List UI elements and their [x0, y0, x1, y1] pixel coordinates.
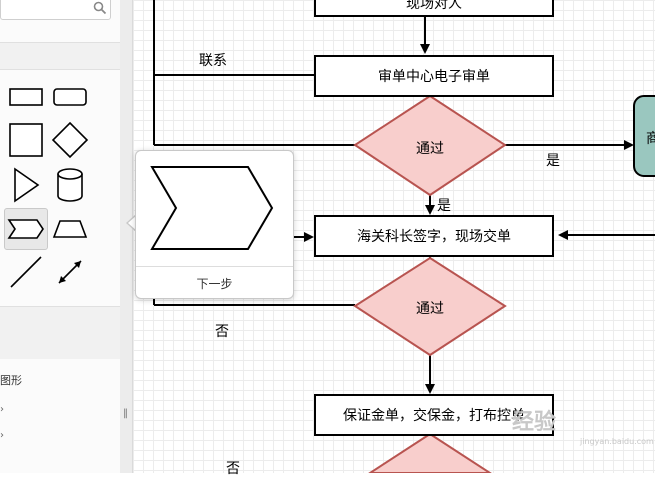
collapsed-marker: › [0, 404, 4, 415]
search-box[interactable] [0, 0, 111, 20]
flow-node-bond[interactable]: 保证金单，交保金，打布控单 [314, 394, 554, 436]
decision-1-label[interactable]: 通过 [416, 141, 444, 157]
watermark-logo: 经验 [512, 404, 556, 436]
trapezoid-shape[interactable] [52, 211, 88, 247]
step-shape[interactable] [4, 208, 48, 250]
general-section-header[interactable] [0, 42, 120, 70]
popover-caption: 下一步 [196, 277, 233, 291]
flow-node-bond-label: 保证金单，交保金，打布控单 [343, 408, 525, 424]
sidebar-splitter[interactable] [120, 0, 133, 473]
triangle-shape[interactable] [8, 167, 44, 203]
splitter-grip-icon[interactable]: ‖ [123, 408, 128, 419]
watermark-text: 经验 [512, 410, 557, 435]
popover-divider [136, 266, 293, 267]
decision-diamond-1 [353, 94, 507, 197]
flow-node-sign[interactable]: 海关科长签字，现场交单 [314, 215, 554, 257]
cylinder-shape[interactable] [52, 167, 88, 203]
right-node [633, 95, 655, 177]
shapes-section-label[interactable]: 图形 [0, 374, 22, 387]
edge-label-no-2: 否 [226, 461, 240, 477]
decision-2-label[interactable]: 通过 [416, 301, 444, 317]
edge-label-yes-down: 是 [437, 198, 451, 214]
decision-diamond-2 [353, 256, 507, 357]
edge-label-no-1: 否 [215, 324, 229, 340]
line-shape[interactable] [8, 254, 44, 290]
diamond-shape[interactable] [51, 121, 89, 159]
flow-node-top-label: 现场对人 [406, 0, 462, 12]
sidebar-section-divider [0, 306, 120, 359]
collapsed-marker: › [0, 430, 4, 441]
square-shape[interactable] [8, 122, 44, 158]
step-preview-icon [150, 166, 274, 250]
shape-sidebar: 图形 › › [0, 0, 121, 473]
popover-pointer-fill [128, 215, 137, 231]
edge-label-contact: 联系 [199, 53, 227, 69]
search-icon[interactable] [93, 1, 107, 15]
search-input[interactable] [5, 0, 89, 14]
flow-node-sign-label: 海关科长签字，现场交单 [357, 229, 511, 245]
shape-preview-popover: 下一步 [135, 150, 294, 299]
rounded-rectangle-shape[interactable] [52, 79, 88, 115]
flow-node-review-label: 审单中心电子审单 [378, 69, 490, 85]
right-node-label: 商 [646, 131, 655, 147]
watermark-sub: jingyan.baidu.com [580, 437, 654, 446]
flow-node-top[interactable]: 现场对人 [314, 0, 554, 17]
flow-node-review[interactable]: 审单中心电子审单 [314, 55, 554, 97]
rectangle-shape[interactable] [8, 79, 44, 115]
edge-label-yes-right: 是 [546, 153, 560, 169]
bidirectional-arrow-shape[interactable] [52, 254, 88, 290]
decision-diamond-3 [368, 432, 492, 473]
